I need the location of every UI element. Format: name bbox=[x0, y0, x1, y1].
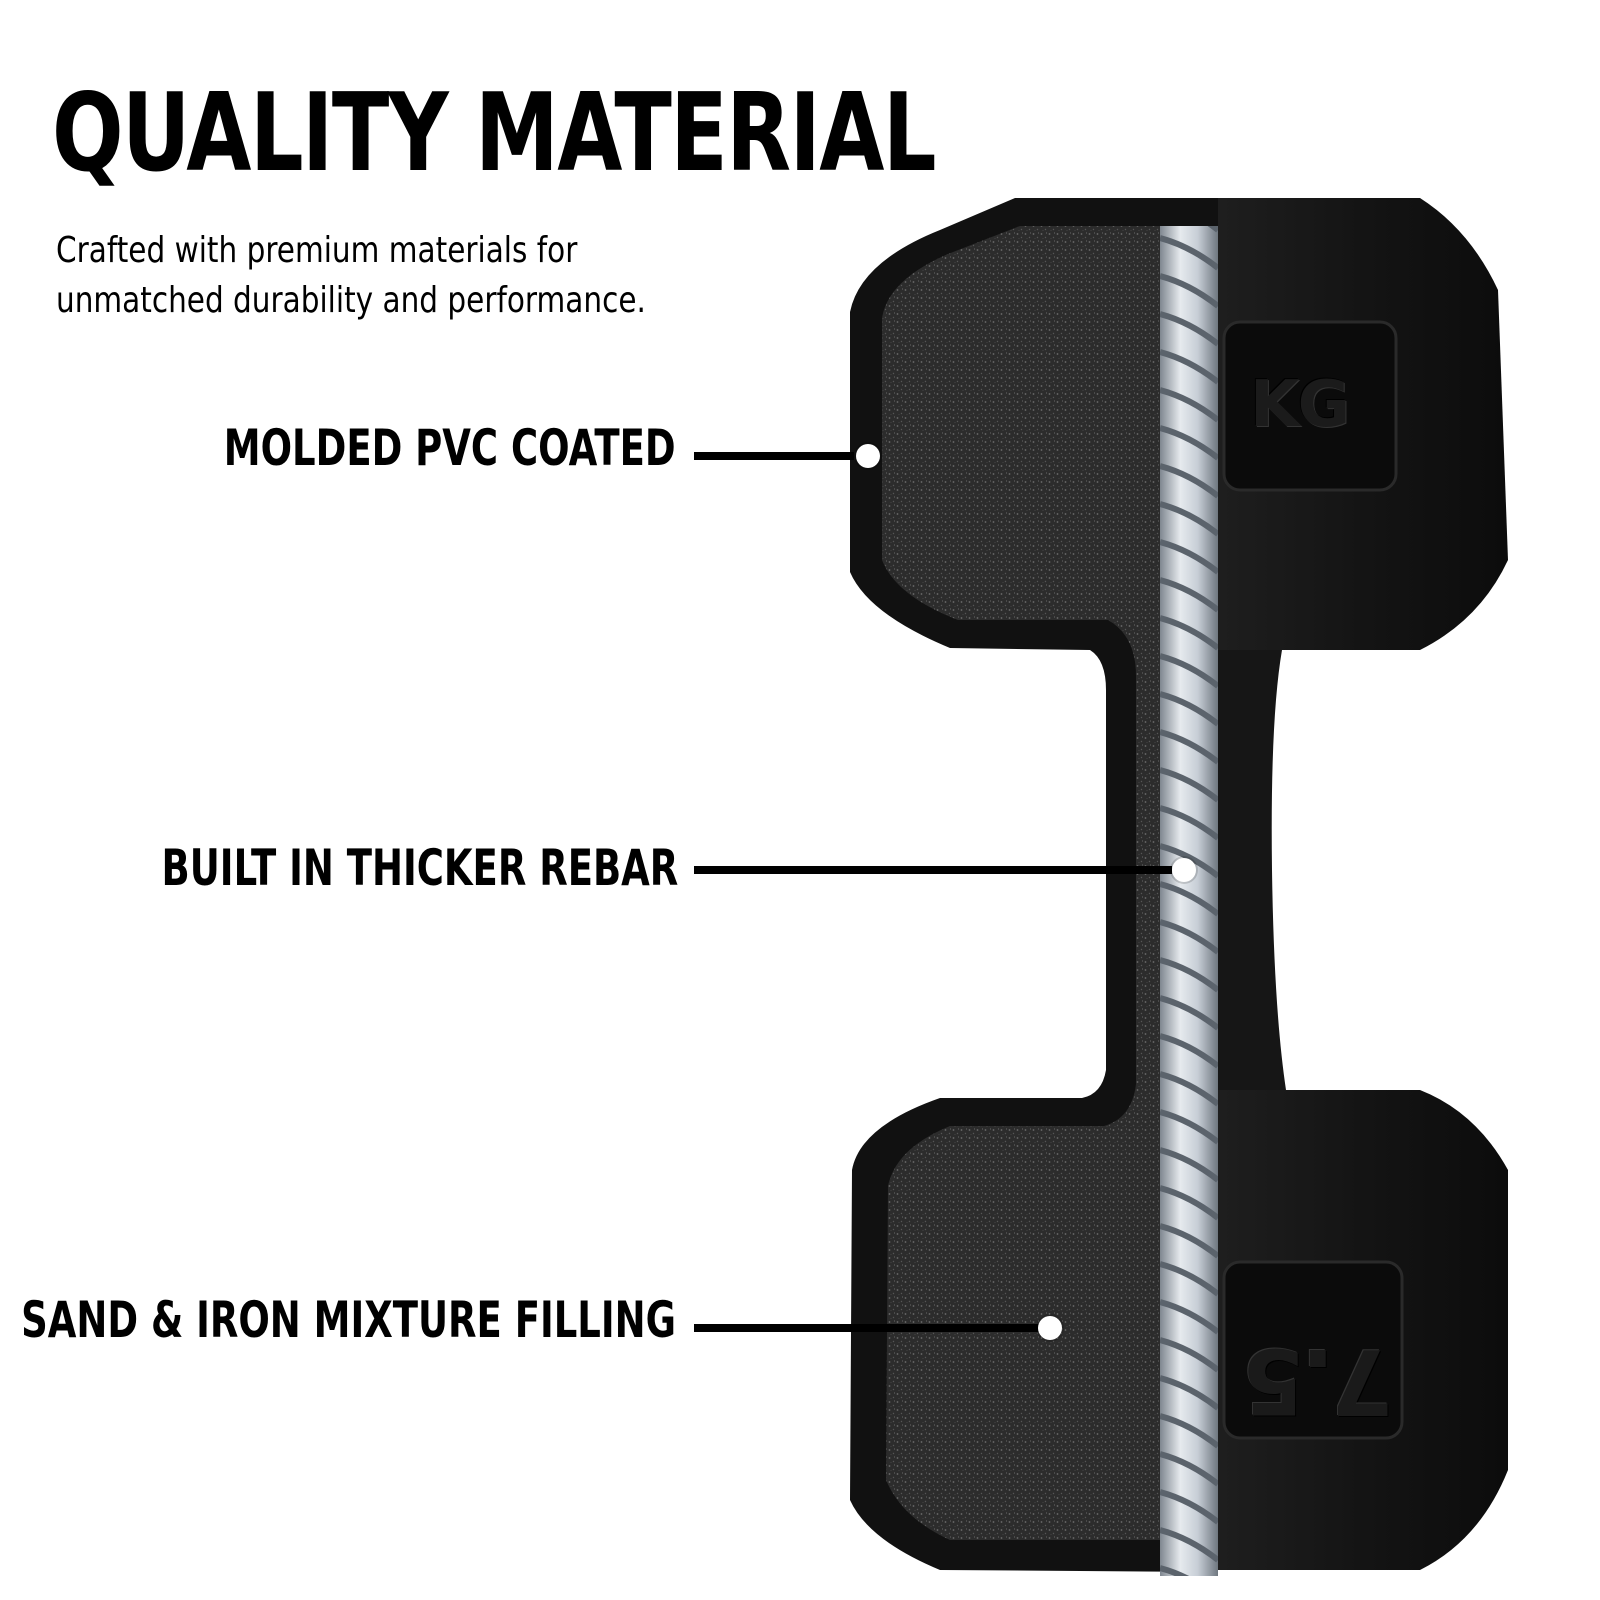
rebar-rib bbox=[1160, 805, 1218, 841]
rebar-rib bbox=[1160, 311, 1218, 347]
rebar-rib bbox=[1207, 226, 1218, 233]
callout-label: SAND & IRON MIXTURE FILLING bbox=[21, 1291, 676, 1349]
rebar-rib bbox=[1160, 881, 1218, 917]
callout-label: MOLDED PVC COATED bbox=[224, 419, 676, 477]
page-title: QUALITY MATERIAL bbox=[52, 71, 937, 196]
rebar-rib bbox=[1160, 1185, 1218, 1221]
callout-filling: SAND & IRON MIXTURE FILLING bbox=[21, 1290, 676, 1350]
rebar-rib bbox=[1160, 1147, 1218, 1183]
rebar-rib bbox=[1160, 729, 1218, 765]
rebar-rib bbox=[1160, 1071, 1218, 1107]
dumbbell-cutaway-half bbox=[850, 198, 1218, 1576]
rebar-rib bbox=[1160, 615, 1218, 651]
rebar-rib bbox=[1160, 539, 1218, 575]
callout-marker-dot bbox=[856, 444, 880, 468]
callout-leader-line bbox=[694, 452, 854, 460]
callout-marker-dot bbox=[1172, 858, 1196, 882]
callout-leader-line bbox=[694, 866, 1172, 874]
rebar-rib bbox=[1160, 349, 1218, 385]
rebar-rib bbox=[1160, 1451, 1218, 1487]
callout-leader-line bbox=[694, 1324, 1044, 1332]
rebar-rib bbox=[1160, 577, 1218, 613]
rebar-rib bbox=[1160, 843, 1218, 879]
rebar-rib bbox=[1160, 691, 1218, 727]
rebar-rib bbox=[1160, 1565, 1190, 1576]
rebar-rib bbox=[1160, 1489, 1218, 1525]
rebar-rib bbox=[1160, 235, 1218, 271]
rebar-rib bbox=[1160, 919, 1218, 955]
dumbbell-unit-label: KG bbox=[1250, 368, 1350, 442]
rebar-rib bbox=[1160, 1109, 1218, 1145]
callout-marker-dot bbox=[1038, 1316, 1062, 1340]
rebar-rib bbox=[1160, 273, 1218, 309]
rebar-rib bbox=[1160, 957, 1218, 993]
rebar-rib bbox=[1160, 387, 1218, 423]
rebar-rib bbox=[1160, 767, 1218, 803]
rebar-rib bbox=[1160, 1375, 1218, 1411]
rebar-rib bbox=[1160, 1223, 1218, 1259]
callout-pvc-coating: MOLDED PVC COATED bbox=[40, 418, 676, 478]
rebar-rib bbox=[1160, 463, 1218, 499]
dumbbell-weight-label: 7.5 bbox=[1246, 1328, 1394, 1433]
rebar-rib bbox=[1160, 995, 1218, 1031]
rebar-rib bbox=[1160, 1337, 1218, 1373]
rebar-rib bbox=[1160, 425, 1218, 461]
rebar-rib bbox=[1160, 1527, 1218, 1563]
callout-rebar: BUILT IN THICKER REBAR bbox=[40, 838, 678, 898]
page-subtitle: Crafted with premium materials for unmat… bbox=[56, 230, 646, 321]
rebar-rib bbox=[1160, 653, 1218, 689]
rebar-rib bbox=[1160, 1261, 1218, 1297]
dumbbell-exterior-half bbox=[1218, 198, 1508, 1570]
callout-label: BUILT IN THICKER REBAR bbox=[161, 839, 678, 897]
rebar-rib bbox=[1160, 501, 1218, 537]
rebar-rib bbox=[1160, 1413, 1218, 1449]
rebar-rib bbox=[1160, 1033, 1218, 1069]
rebar-rib bbox=[1160, 1299, 1218, 1335]
